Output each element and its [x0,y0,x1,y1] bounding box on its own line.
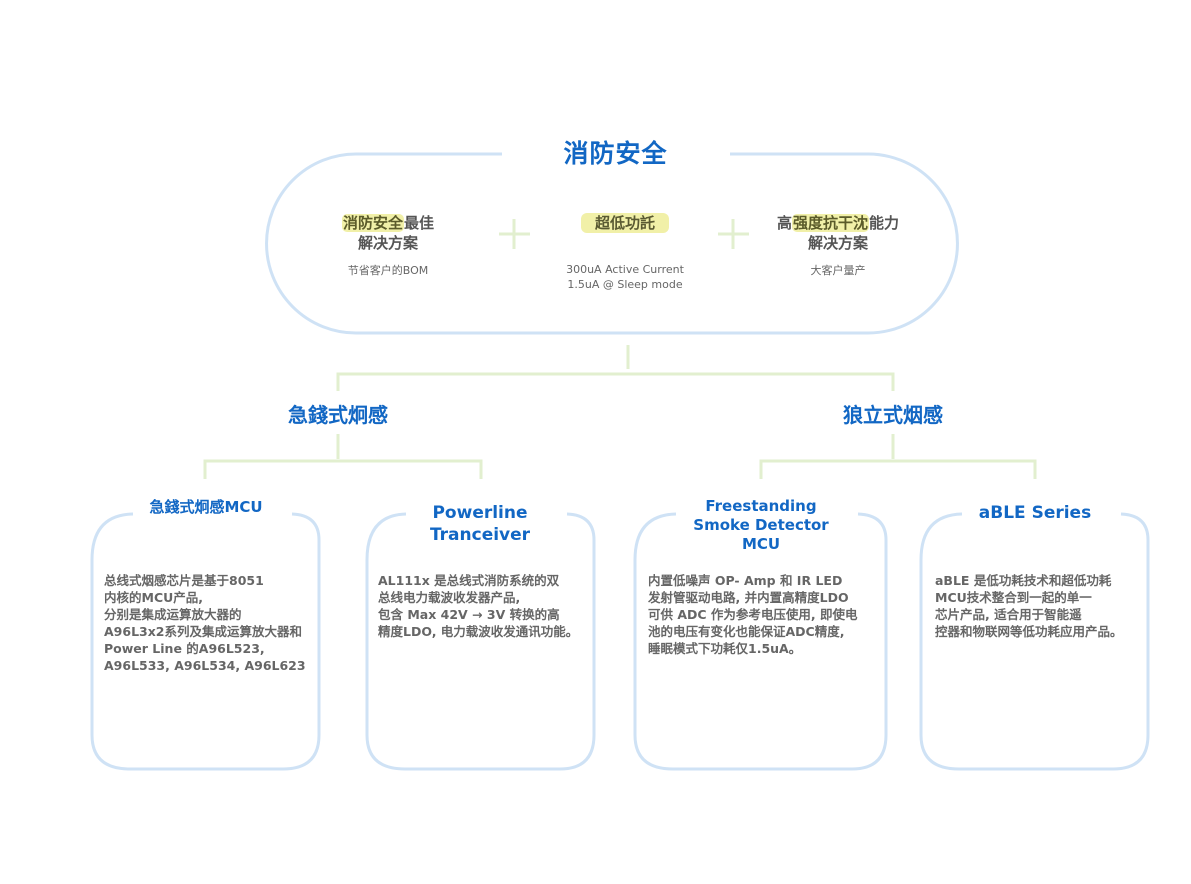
feature-title-highlight: 超低功託 [580,213,669,233]
card-body-bus-mcu: 总线式烟感芯片是基于8051 内核的MCU产品, 分别是集成运算放大器的 A96… [104,573,306,673]
feature-title-line2: 解决方案 [807,234,868,252]
feature-subtitle-line: 300uA Active Current [566,263,684,276]
card-title-bus-mcu: 急錢式炯感MCU [149,498,263,516]
card-outline-4 [919,512,1150,771]
plus-icon [499,219,530,249]
feature-subtitle: 节省客户的BOM [347,264,429,277]
feature-title-rest: 能力 [869,214,900,232]
connector-right [759,434,1037,479]
branch-title-bus: 急錢式炯感 [288,403,388,427]
card-body-able: aBLE 是低功耗技术和超低功耗 MCU技术整合到一起的单一 芯片产品, 适合用… [935,573,1123,639]
feature-anti-interference: 高强度抗干沈能力 解决方案 大客户量产 [758,213,918,278]
connector-top [336,345,895,391]
feature-title-line2: 解决方案 [357,234,418,252]
plus-icon [718,219,749,249]
card-body-freestanding: 内置低噪声 OP- Amp 和 IR LED 发射管驱动电路, 并内置高精度LD… [648,573,858,656]
feature-subtitle: 大客户量产 [810,264,866,277]
feature-title: 高强度抗干沈能力 [758,213,918,233]
feature-low-power: 超低功託 300uA Active Current 1.5uA @ Sleep … [545,213,705,292]
connector-left [203,434,483,479]
card-title-freestanding: Freestanding Smoke Detector MCU [693,497,829,553]
card-title-powerline: Powerline Tranceiver [429,503,531,545]
feature-title: 超低功託 [545,213,705,233]
feature-title-rest: 最佳 [404,214,435,232]
main-title: 消防安全 [563,139,668,168]
feature-title-prefix: 高 [776,214,792,232]
feature-title-highlight: 消防安全 [341,214,404,232]
feature-subtitle: 300uA Active Current 1.5uA @ Sleep mode [545,262,705,292]
card-outline-2 [365,512,596,771]
card-body-powerline: AL111x 是总线式消防系统的双 总线电力载波收发器产品, 包含 Max 42… [378,573,579,639]
feature-title: 消防安全最佳 [318,213,458,233]
feature-title-highlight: 强度抗干沈 [791,214,869,232]
branch-title-standalone: 狼立式烟感 [843,403,943,427]
card-title-able: aBLE Series [978,503,1092,523]
feature-subtitle-line: 1.5uA @ Sleep mode [567,278,683,291]
feature-bom: 消防安全最佳 解决方案 节省客户的BOM [318,213,458,278]
